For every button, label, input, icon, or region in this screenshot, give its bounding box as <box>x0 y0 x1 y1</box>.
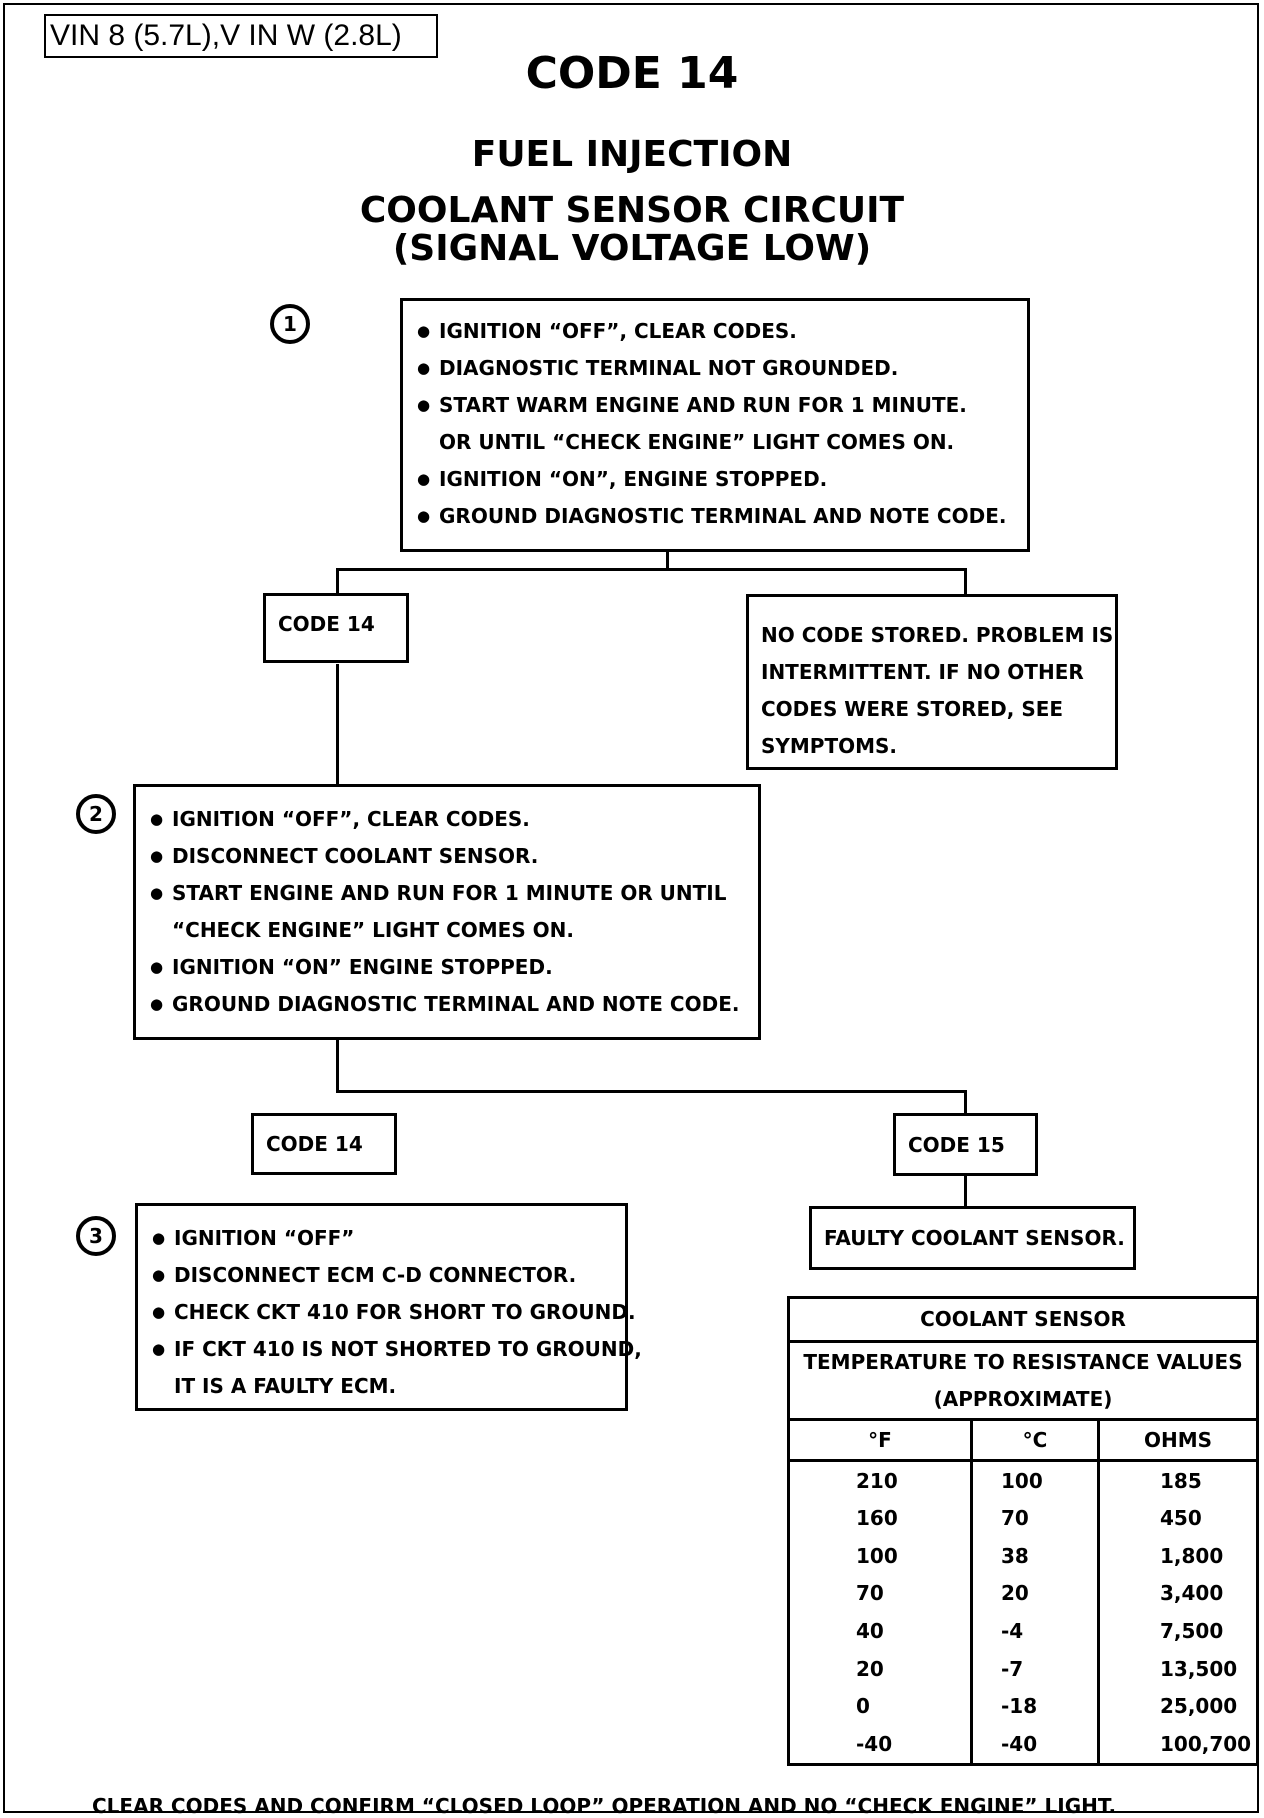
connector-line <box>336 664 339 786</box>
list-item: IGNITION “ON” ENGINE STOPPED. <box>150 949 758 986</box>
cell-c: 100 <box>970 1460 1099 1500</box>
page-border <box>3 3 1259 1813</box>
step-3-box: IGNITION “OFF” DISCONNECT ECM C-D CONNEC… <box>135 1203 642 1411</box>
cell-ohms: 3,400 <box>1097 1574 1258 1613</box>
text-line: CODES WERE STORED, SEE <box>761 697 1064 721</box>
list-item: START ENGINE AND RUN FOR 1 MINUTE OR UNT… <box>150 875 758 949</box>
connector-line <box>964 1175 967 1209</box>
cell-ohms: 185 <box>1097 1460 1258 1500</box>
list-item: DISCONNECT COOLANT SENSOR. <box>150 838 758 875</box>
cell-c: 20 <box>970 1574 1099 1613</box>
table-note: (APPROXIMATE) <box>788 1380 1258 1422</box>
list-item: START WARM ENGINE AND RUN FOR 1 MINUTE.O… <box>417 387 1027 461</box>
connector-line <box>336 1038 339 1092</box>
connector-line <box>336 568 339 596</box>
list-item: IGNITION “OFF” <box>152 1220 625 1257</box>
cell-ohms: 1,800 <box>1097 1537 1258 1575</box>
cell-ohms: 13,500 <box>1097 1649 1258 1688</box>
step-number-2: 2 <box>76 794 116 834</box>
cell-c: 70 <box>970 1499 1099 1538</box>
step-2-box: IGNITION “OFF”, CLEAR CODES. DISCONNECT … <box>133 784 761 1040</box>
cell-c: -40 <box>970 1725 1099 1765</box>
cell-f: 0 <box>856 1694 870 1719</box>
table-title: COOLANT SENSOR <box>788 1297 1258 1343</box>
cell-f: 100 <box>856 1543 898 1568</box>
list-item: CHECK CKT 410 FOR SHORT TO GROUND. <box>152 1294 636 1331</box>
cell-f: 210 <box>856 1468 898 1493</box>
column-header-celsius: °C <box>970 1419 1099 1462</box>
cell-c: -18 <box>970 1687 1099 1726</box>
cell-ohms: 25,000 <box>1097 1687 1258 1726</box>
cell-ohms: 100,700 <box>1097 1725 1258 1765</box>
cell-f: 20 <box>856 1656 884 1681</box>
cell-f: 40 <box>856 1619 884 1644</box>
cell-ohms: 450 <box>1097 1499 1258 1538</box>
connector-line <box>336 568 967 571</box>
connector-line <box>964 1090 967 1114</box>
subtitle-line-1: FUEL INJECTION <box>471 134 793 175</box>
column-header-fahrenheit: °F <box>788 1419 972 1462</box>
list-item: IGNITION “OFF”, CLEAR CODES. <box>150 801 758 838</box>
cell-c: -7 <box>970 1649 1099 1688</box>
connector-line <box>666 550 669 570</box>
subtitle-line-3: (SIGNAL VOLTAGE LOW) <box>392 228 872 269</box>
coolant-sensor-table: COOLANT SENSOR TEMPERATURE TO RESISTANCE… <box>787 1296 1259 1766</box>
step-number-1: 1 <box>270 304 310 344</box>
column-header-ohms: OHMS <box>1097 1419 1258 1462</box>
code-14-box: CODE 14 <box>251 1113 397 1175</box>
step-number-3: 3 <box>76 1216 116 1256</box>
text-line: NO CODE STORED. PROBLEM IS <box>761 623 1114 647</box>
no-code-stored-box: NO CODE STORED. PROBLEM IS INTERMITTENT.… <box>746 594 1118 770</box>
page-title: CODE 14 <box>525 48 739 99</box>
connector-line <box>964 568 967 596</box>
list-item: IGNITION “OFF”, CLEAR CODES. <box>417 313 1027 350</box>
list-item: IF CKT 410 IS NOT SHORTED TO GROUND,IT I… <box>152 1331 642 1405</box>
vin-label: VIN 8 (5.7L),V IN W (2.8L) <box>44 14 438 58</box>
cell-f: 160 <box>856 1506 898 1531</box>
subtitle-line-2: COOLANT SENSOR CIRCUIT <box>359 190 905 231</box>
table-subtitle: TEMPERATURE TO RESISTANCE VALUES <box>803 1349 1243 1374</box>
footer-note: CLEAR CODES AND CONFIRM “CLOSED LOOP” OP… <box>92 1794 1117 1818</box>
table-header-row: °F °C OHMS <box>788 1419 1258 1462</box>
text-line: SYMPTOMS. <box>761 734 897 758</box>
cell-f: -40 <box>856 1732 893 1757</box>
list-item: DIAGNOSTIC TERMINAL NOT GROUNDED. <box>417 350 1027 387</box>
code-14-box: CODE 14 <box>263 593 409 663</box>
step-1-box: IGNITION “OFF”, CLEAR CODES. DIAGNOSTIC … <box>400 298 1030 552</box>
cell-f: 70 <box>856 1581 884 1606</box>
connector-line <box>336 1090 967 1093</box>
list-item: GROUND DIAGNOSTIC TERMINAL AND NOTE CODE… <box>417 498 1027 535</box>
cell-c: 38 <box>970 1537 1099 1575</box>
code-15-box: CODE 15 <box>893 1113 1038 1176</box>
list-item: GROUND DIAGNOSTIC TERMINAL AND NOTE CODE… <box>150 986 758 1023</box>
faulty-coolant-sensor-box: FAULTY COOLANT SENSOR. <box>809 1206 1136 1270</box>
cell-c: -4 <box>970 1612 1099 1650</box>
text-line: INTERMITTENT. IF NO OTHER <box>761 660 1084 684</box>
cell-ohms: 7,500 <box>1097 1612 1258 1650</box>
list-item: DISCONNECT ECM C-D CONNECTOR. <box>152 1257 625 1294</box>
list-item: IGNITION “ON”, ENGINE STOPPED. <box>417 461 1027 498</box>
